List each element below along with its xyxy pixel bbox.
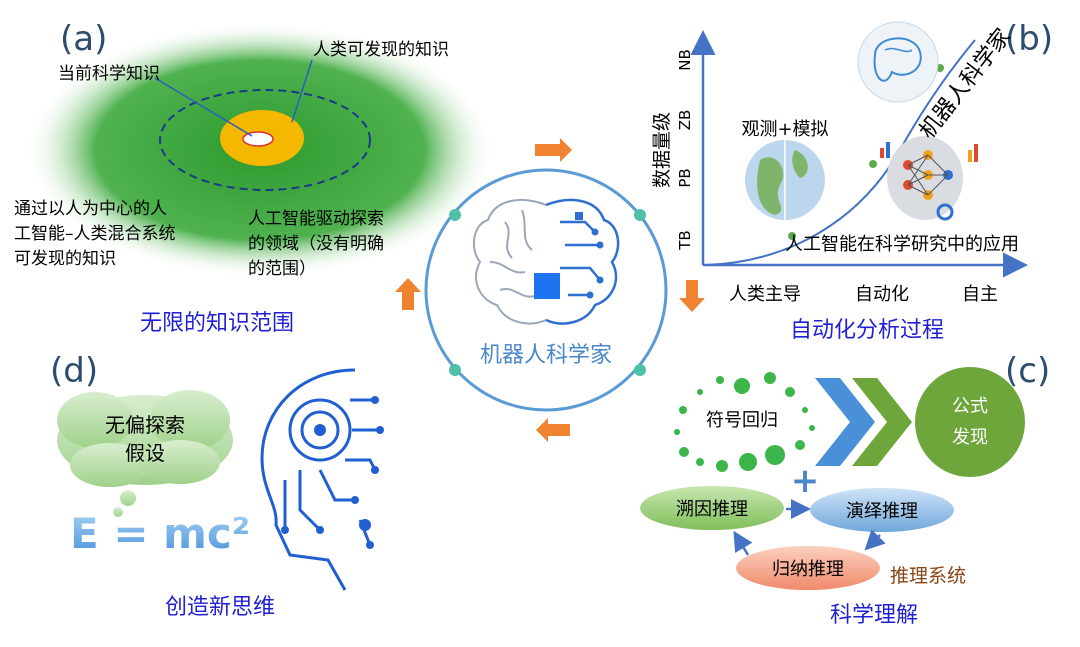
label-thought-1: 无偏探索 xyxy=(105,413,185,437)
inductive-oval xyxy=(736,546,880,590)
circuit-nodes xyxy=(575,212,604,299)
brain-sphere-icon xyxy=(857,21,939,103)
arrow-right-icon xyxy=(535,138,572,162)
ring-dot xyxy=(449,209,461,221)
globe-icon xyxy=(745,140,825,220)
center-ring xyxy=(424,168,668,412)
arrow-up-icon xyxy=(395,278,421,310)
label-reasoning-system: 推理系统 xyxy=(890,565,966,587)
thought-cloud-icon xyxy=(57,390,233,517)
arrow-inductive-to-abductive xyxy=(733,530,753,556)
panel-a-letter: (a) xyxy=(60,19,107,59)
chip-icon xyxy=(534,273,560,299)
circuit-head-nodes xyxy=(281,396,384,549)
panel-c-caption: 科学理解 xyxy=(830,603,918,628)
label-deductive: 演绎推理 xyxy=(846,501,918,522)
cycle-arrows xyxy=(395,138,705,442)
pointer-human xyxy=(291,59,313,123)
label-thought-2: 假设 xyxy=(125,441,165,465)
label-abductive: 溯因推理 xyxy=(676,499,748,520)
ring-dot xyxy=(449,364,461,376)
brain-left-hemisphere xyxy=(472,199,547,325)
label-current-knowledge: 当前科学知识 xyxy=(58,64,160,84)
panel-d-letter: (d) xyxy=(50,351,98,391)
curve-point xyxy=(869,160,877,168)
label-hybrid-1: 通过以人为中心的人 xyxy=(14,199,167,219)
formula-emc2: E = mc² xyxy=(70,509,250,558)
label-ai-3: 的范围） xyxy=(248,259,316,279)
label-inductive: 归纳推理 xyxy=(772,559,844,580)
curve-point xyxy=(788,232,796,240)
x-tick-human: 人类主导 xyxy=(729,284,801,305)
center-title: 机器人科学家 xyxy=(480,343,612,368)
ring-dot xyxy=(634,209,646,221)
panel-b: (b) 数据量级 TB PB ZB NB 人类主导 自动化 自主 观测+模拟 xyxy=(651,19,1053,343)
panel-b-caption: 自动化分析过程 xyxy=(790,318,944,343)
y-tick-pb: PB xyxy=(676,168,694,187)
abductive-oval xyxy=(640,486,784,530)
arrow-down-icon xyxy=(679,280,705,312)
label-ai-2: 的领域（没有明确 xyxy=(248,234,384,254)
plus-sign: + xyxy=(791,461,820,501)
panel-b-letter: (b) xyxy=(1005,19,1053,59)
y-axis-title: 数据量级 xyxy=(651,112,673,188)
pointer-current xyxy=(154,77,253,137)
y-tick-tb: TB xyxy=(676,230,694,250)
x-tick-autonomous: 自主 xyxy=(962,284,998,305)
neural-network-icon xyxy=(880,136,978,221)
arrow-deductive-to-inductive xyxy=(864,529,886,551)
panel-c-letter: (c) xyxy=(1005,351,1050,391)
chevron-blue-icon xyxy=(815,378,875,466)
arrow-left-icon xyxy=(536,418,570,442)
label-hybrid-2: 工智能–人类混合系统 xyxy=(14,224,176,244)
label-ai-application: 人工智能在科学研究中的应用 xyxy=(785,234,1019,255)
label-formula-2: 发现 xyxy=(952,427,988,448)
deductive-oval xyxy=(810,488,954,532)
center-robot-scientist: 机器人科学家 xyxy=(424,168,668,412)
label-symbolic-regression: 符号回归 xyxy=(706,410,778,431)
panel-a: (a) 当前科学知识 人类可发现的知识 通过以人为中心的人 工智能–人类混合系统… xyxy=(14,19,495,336)
formula-discovery-circle xyxy=(915,367,1025,477)
label-ai-1: 人工智能驱动探索 xyxy=(248,209,384,229)
chevron-green-icon xyxy=(852,378,912,466)
label-observe-simulate: 观测+模拟 xyxy=(741,119,828,140)
label-hybrid-3: 可发现的知识 xyxy=(14,249,116,269)
panel-c: (c) 符号回归 公式 发现 + 溯因推理 演绎推理 归纳推理 推理系统 科学理… xyxy=(640,351,1050,628)
hybrid-boundary xyxy=(159,89,371,191)
label-human-discoverable: 人类可发现的知识 xyxy=(313,40,449,60)
panel-d-caption: 创造新思维 xyxy=(165,595,275,620)
ring-dot xyxy=(634,364,646,376)
y-tick-zb: ZB xyxy=(676,110,694,131)
panel-a-caption: 无限的知识范围 xyxy=(140,311,294,336)
y-tick-nb: NB xyxy=(676,49,694,71)
x-tick-automation: 自动化 xyxy=(855,284,909,305)
circuit-head-icon xyxy=(260,368,380,591)
brain-right-circuit xyxy=(545,198,620,325)
label-formula-1: 公式 xyxy=(952,396,988,417)
panel-d: (d) 无偏探索 假设 E = mc² xyxy=(50,351,384,620)
symbolic-dots xyxy=(674,372,815,472)
